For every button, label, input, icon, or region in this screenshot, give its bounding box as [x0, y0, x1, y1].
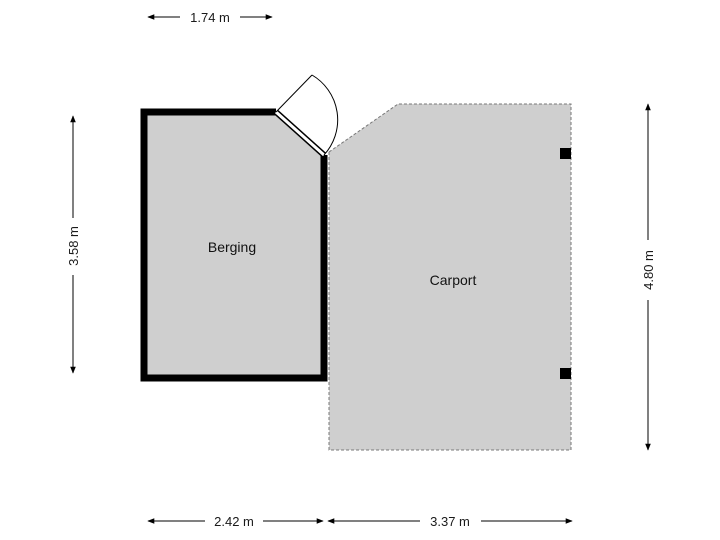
dimension-right-height: 4.80 m: [641, 250, 656, 290]
berging-wall: [140, 108, 328, 382]
berging-floor: [144, 112, 324, 378]
carport-post-bottom: [560, 368, 571, 379]
room-label-carport: Carport: [430, 272, 477, 288]
dimension-bottom-right-width: 3.37 m: [430, 514, 470, 529]
room-label-berging: Berging: [208, 239, 256, 255]
carport-post-top: [560, 148, 571, 159]
dimension-bottom-left-width: 2.42 m: [214, 514, 254, 529]
door-frame-inner: [274, 110, 326, 157]
dimension-left-height: 3.58 m: [66, 226, 81, 266]
door-swing-arc: [311, 74, 339, 156]
door-leaf: [275, 74, 313, 113]
dimension-top-width: 1.74 m: [190, 10, 230, 25]
carport-area: [328, 103, 572, 451]
